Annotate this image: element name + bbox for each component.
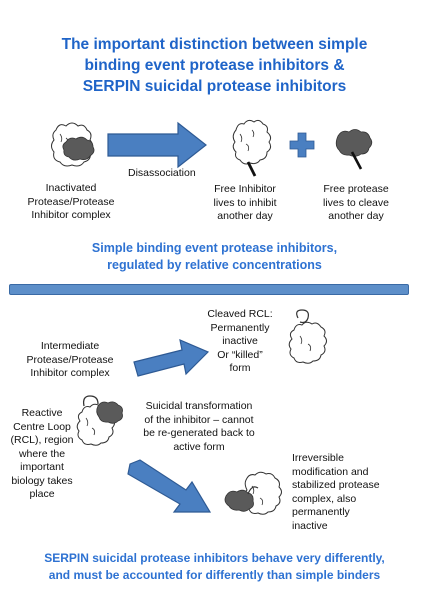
- intermediate-complex-graphic: [76, 395, 123, 446]
- section-divider: [9, 284, 409, 295]
- irreversible-complex-graphic: [224, 471, 282, 515]
- plus-icon: [289, 132, 315, 158]
- rcl-label: Reactive Centre Loop (RCL), region where…: [10, 407, 74, 500]
- disassociation-label: Disassociation: [128, 167, 196, 179]
- diagram-title: The important distinction between simple…: [0, 34, 429, 97]
- title-line-2: binding event protease inhibitors &: [84, 57, 345, 74]
- free-inhibitor-label: Free Inhibitor lives to inhibit another …: [213, 183, 277, 222]
- free-protease-graphic: [335, 129, 373, 170]
- disassociation-arrow: [107, 121, 207, 169]
- irreversible-arrow: [127, 459, 212, 513]
- complex-label: Inactivated Protease/Protease Inhibitor …: [27, 182, 115, 221]
- irreversible-label: Irreversible modification and stabilized…: [292, 452, 380, 532]
- free-inhibitor-graphic: [232, 119, 272, 177]
- cleavage-arrow: [133, 338, 210, 377]
- inhibitor-protease-complex-graphic: [51, 122, 95, 167]
- simple-binding-caption: Simple binding event protease inhibitors…: [91, 241, 338, 272]
- rcl-loop: [82, 395, 99, 407]
- serpin-caption: SERPIN suicidal protease inhibitors beha…: [44, 551, 385, 582]
- trapped-protease: [224, 489, 254, 512]
- cleaved-inhibitor-graphic: [288, 309, 327, 364]
- free-protease-label: Free protease lives to cleave another da…: [323, 183, 389, 222]
- suicidal-transformation-label: Suicidal transformation of the inhibitor…: [143, 400, 255, 453]
- bound-protease: [96, 401, 123, 424]
- intermediate-complex-label: Intermediate Protease/Protease Inhibitor…: [26, 340, 114, 379]
- protease-blob: [62, 136, 95, 161]
- title-line-3: SERPIN suicidal protease inhibitors: [82, 78, 347, 95]
- cleaved-rcl-label: Cleaved RCL: Permanently inactive Or “ki…: [207, 308, 273, 374]
- title-line-1: The important distinction between simple: [61, 36, 368, 53]
